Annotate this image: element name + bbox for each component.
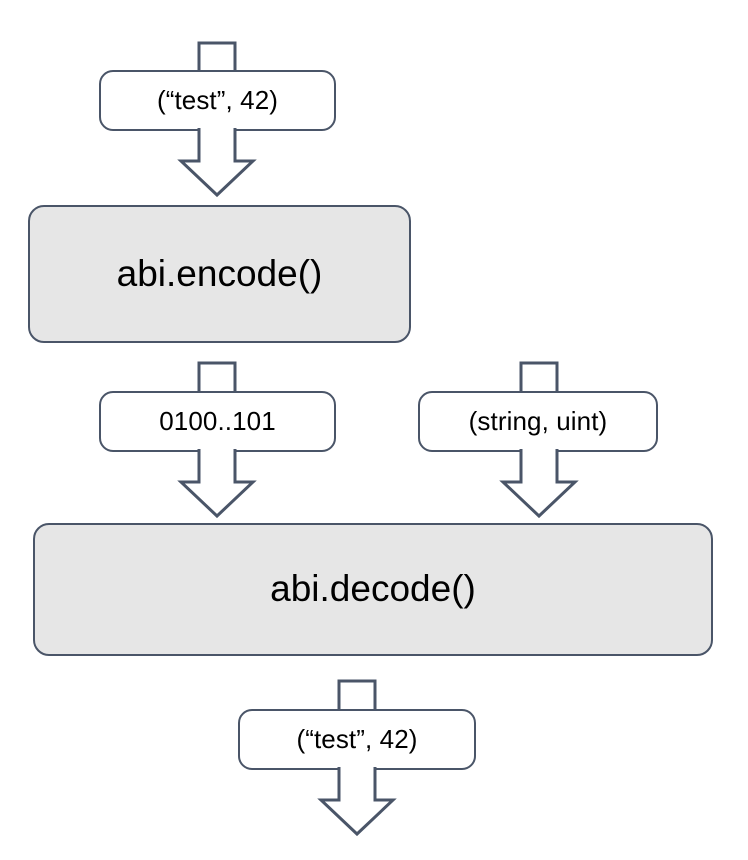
node-encoded-bytes[interactable]: 0100..101 — [99, 391, 336, 452]
encode-to-bytes-stub — [196, 360, 238, 393]
node-abi-encode-label: abi.encode() — [116, 252, 323, 294]
decode-to-output-stub — [336, 678, 378, 711]
node-input-tuple[interactable]: (“test”, 42) — [99, 70, 336, 131]
node-types-tuple-label: (string, uint) — [468, 406, 608, 437]
node-abi-decode[interactable]: abi.decode() — [33, 523, 713, 656]
entry-stub-connector — [196, 40, 238, 72]
exit-arrow-connector — [317, 767, 397, 837]
types-to-decode-arrow — [499, 449, 579, 519]
node-output-tuple[interactable]: (“test”, 42) — [238, 709, 476, 770]
node-abi-encode[interactable]: abi.encode() — [28, 205, 411, 343]
node-abi-decode-label: abi.decode() — [270, 568, 476, 610]
bytes-to-decode-arrow — [177, 449, 257, 519]
input-to-encode-arrow — [177, 128, 257, 198]
node-output-tuple-label: (“test”, 42) — [296, 724, 418, 755]
node-encoded-bytes-label: 0100..101 — [159, 406, 276, 437]
types-stub-connector — [518, 360, 560, 393]
node-input-tuple-label: (“test”, 42) — [156, 85, 279, 116]
node-types-tuple[interactable]: (string, uint) — [418, 391, 658, 452]
